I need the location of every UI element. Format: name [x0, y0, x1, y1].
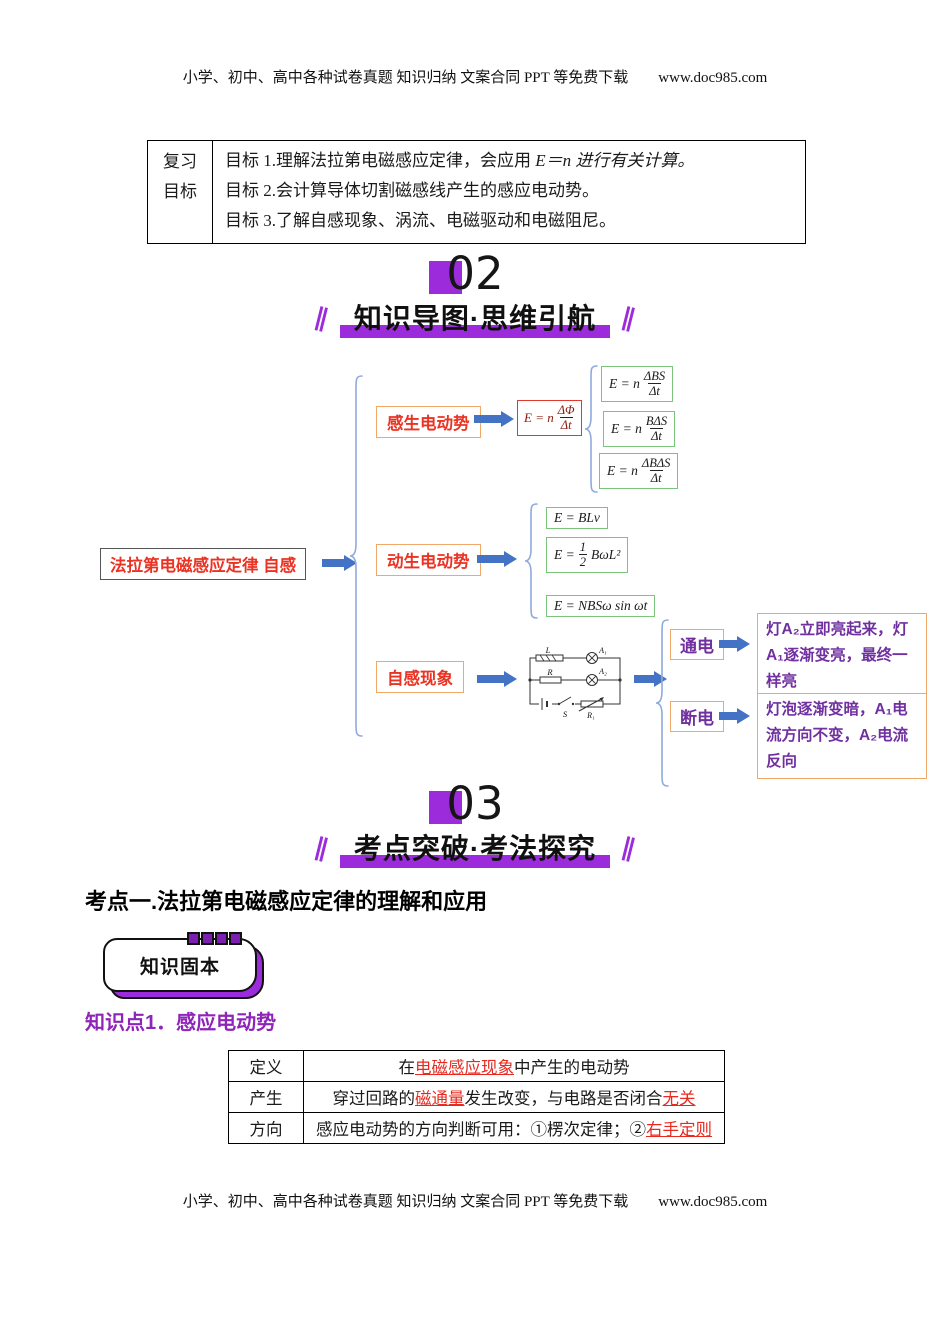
goals-label-line1: 复习 — [163, 152, 197, 171]
square-dot-icon — [201, 932, 214, 945]
flow-arrow-icon — [634, 675, 654, 683]
page-footer: 小学、初中、高中各种试卷真题 知识归纳 文案合同 PPT 等免费下载 www.do… — [0, 1190, 950, 1211]
circuit-label-rheostat: R₁ — [586, 711, 595, 720]
highlight-term: 无关 — [662, 1089, 696, 1108]
badge-label: 知识固本 — [103, 938, 257, 992]
knowledge-point-title: 知识点1．感应电动势 — [85, 1012, 277, 1034]
title-underline-bar — [339, 325, 611, 338]
definition-table: 定义 在电磁感应现象中产生的电动势 产生 穿过回路的磁通量发生改变，与电路是否闭… — [228, 1050, 725, 1144]
highlight-term: 磁通量 — [415, 1089, 465, 1108]
flow-arrow-icon — [477, 675, 504, 683]
table-row-generation: 产生 穿过回路的磁通量发生改变，与电路是否闭合无关 — [228, 1081, 725, 1113]
goals-label-line2: 目标 — [163, 182, 197, 201]
goals-body-cell: 目标 1.理解法拉第电磁感应定律，会应用 E＝n 进行有关计算。 目标 2.会计… — [212, 140, 806, 244]
slash-icon: ∥ — [312, 301, 332, 333]
footer-text: 小学、初中、高中各种试卷真题 知识归纳 文案合同 PPT 等免费下载 — [182, 1194, 629, 1210]
slash-icon: ∥ — [618, 831, 638, 863]
circuit-label-coil: L — [545, 646, 551, 655]
goal-item-3: 目标 3.了解自感现象、涡流、电磁驱动和电磁阻尼。 — [225, 211, 616, 230]
note-power-off: 灯泡逐渐变暗，A₁电流方向不变，A₂电流反向 — [757, 693, 927, 779]
row-head: 产生 — [228, 1081, 304, 1113]
table-row-direction: 方向 感应电动势的方向判断可用：①楞次定律；②右手定则 — [228, 1112, 725, 1144]
section-02-number: 02 — [446, 247, 504, 300]
purple-square-icon — [429, 791, 463, 824]
section-03-number: 03 — [446, 777, 504, 830]
row-body: 在电磁感应现象中产生的电动势 — [303, 1050, 725, 1082]
title-underline-bar — [339, 855, 611, 868]
brace-connector — [524, 503, 538, 619]
goals-label-cell: 复习 目标 — [147, 140, 213, 244]
section-02-number-wrap: 02 — [429, 247, 504, 300]
goal-item-1: 目标 1.理解法拉第电磁感应定律，会应用 E＝n 进行有关计算。 — [225, 151, 695, 170]
highlight-term: 电磁感应现象 — [415, 1058, 514, 1077]
branch-label-self-induction: 自感现象 — [376, 661, 464, 693]
mindmap-root-node: 法拉第电磁感应定律 自感 — [100, 548, 307, 580]
row-body: 穿过回路的磁通量发生改变，与电路是否闭合无关 — [303, 1081, 725, 1113]
flow-arrow-icon — [719, 712, 737, 720]
purple-square-icon — [429, 261, 463, 294]
section-03-number-wrap: 03 — [429, 777, 504, 830]
section-02-title: 知识导图·思维引航 — [339, 297, 611, 338]
section-03-header: 03 ∥ 考点突破·考法探究 ∥ — [0, 777, 950, 868]
row-head: 定义 — [228, 1050, 304, 1082]
square-dot-icon — [187, 932, 200, 945]
circuit-label-lamp1: A₁ — [598, 646, 607, 655]
circuit-label-resistor: R — [546, 667, 553, 677]
goal-item-1-formula: E＝n 进行有关计算。 — [535, 151, 695, 170]
square-dot-icon — [229, 932, 242, 945]
header-text: 小学、初中、高中各种试卷真题 知识归纳 文案合同 PPT 等免费下载 — [182, 70, 629, 86]
slash-icon: ∥ — [312, 831, 332, 863]
goal-item-2: 目标 2.会计算导体切割磁感线产生的感应电动势。 — [225, 181, 599, 200]
section-03-title: 考点突破·考法探究 — [339, 827, 611, 868]
row-body: 感应电动势的方向判断可用：①楞次定律；②右手定则 — [303, 1112, 725, 1144]
flow-arrow-icon — [322, 559, 344, 567]
branch-label-induced-emf: 感生电动势 — [376, 406, 481, 438]
flow-arrow-icon — [477, 555, 504, 563]
brace-connector — [655, 619, 669, 787]
brace-connector — [349, 375, 363, 737]
square-dot-icon — [215, 932, 228, 945]
header-site-url: www.doc985.com — [658, 70, 768, 86]
slash-icon: ∥ — [618, 301, 638, 333]
brace-connector — [584, 365, 598, 493]
circuit-label-switch: S — [563, 709, 568, 719]
knowledge-badge: 知识固本 — [103, 932, 264, 999]
note-power-on: 灯A₂立即亮起来，灯A₁逐渐变亮，最终一样亮 — [757, 613, 927, 699]
section-02-header: 02 ∥ 知识导图·思维引航 ∥ — [0, 247, 950, 338]
circuit-label-lamp2: A₂ — [598, 667, 607, 676]
branch-label-motional-emf: 动生电动势 — [376, 544, 481, 576]
label-power-on: 通电 — [670, 629, 724, 660]
review-goals-table: 复习 目标 目标 1.理解法拉第电磁感应定律，会应用 E＝n 进行有关计算。 目… — [147, 140, 806, 244]
footer-site-url: www.doc985.com — [658, 1194, 768, 1210]
flow-arrow-icon — [474, 415, 501, 423]
label-power-off: 断电 — [670, 701, 724, 732]
table-row: 复习 目标 目标 1.理解法拉第电磁感应定律，会应用 E＝n 进行有关计算。 目… — [147, 140, 806, 244]
formula-motional-3: E = NBSω sin ωt — [546, 595, 656, 617]
exam-point-title: 考点一.法拉第电磁感应定律的理解和应用 — [85, 889, 488, 914]
flow-arrow-icon — [719, 640, 737, 648]
circuit-diagram: L A₁ R A₂ S R₁ — [528, 646, 622, 720]
row-head: 方向 — [228, 1112, 304, 1144]
formula-motional-1: E = BLv — [546, 507, 608, 529]
table-row-definition: 定义 在电磁感应现象中产生的电动势 — [228, 1050, 725, 1082]
page-header: 小学、初中、高中各种试卷真题 知识归纳 文案合同 PPT 等免费下载 www.do… — [0, 66, 950, 87]
highlight-term: 右手定则 — [646, 1120, 712, 1139]
